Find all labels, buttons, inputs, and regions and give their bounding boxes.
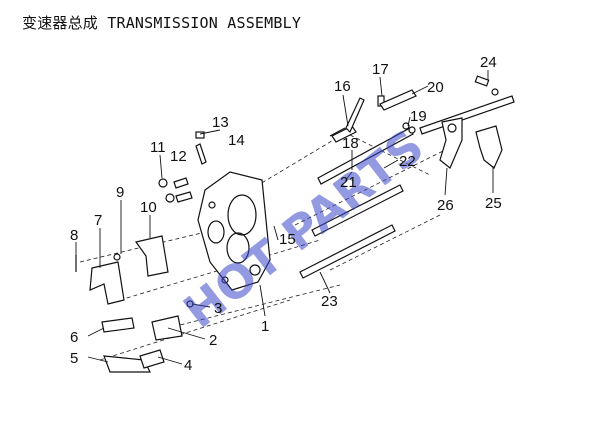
callout-2: 2: [209, 332, 217, 349]
callout-11: 11: [150, 139, 166, 156]
transmission-housing: [197, 171, 271, 291]
leader-lines: [75, 70, 494, 365]
callout-15: 15: [279, 231, 296, 248]
callout-17: 17: [372, 61, 389, 78]
callout-labels: 1 2 3 4 5 6 7 8 9 10 11 12 13 14 15 16 1…: [70, 54, 502, 374]
callout-10: 10: [140, 199, 157, 216]
callout-3: 3: [214, 300, 222, 317]
callout-16: 16: [334, 78, 351, 95]
callout-26: 26: [437, 197, 454, 214]
callout-23: 23: [321, 293, 338, 310]
bolts-11-14: [158, 131, 207, 203]
callout-1: 1: [261, 318, 269, 335]
callout-22: 22: [399, 153, 416, 170]
callout-5: 5: [70, 350, 78, 367]
callout-9: 9: [116, 184, 124, 201]
callout-25: 25: [485, 195, 502, 212]
shaft-17-20: [377, 89, 417, 134]
callout-7: 7: [94, 212, 102, 229]
callout-21: 21: [340, 174, 357, 191]
callout-14: 14: [228, 132, 245, 149]
callout-20: 20: [427, 79, 444, 96]
callout-8: 8: [70, 227, 78, 244]
callout-4: 4: [184, 357, 192, 374]
callout-19: 19: [410, 108, 427, 125]
forks-7-10: [75, 235, 169, 305]
callout-18: 18: [342, 135, 359, 152]
callout-13: 13: [212, 114, 229, 131]
callout-6: 6: [70, 329, 78, 346]
page-title: 变速器总成 TRANSMISSION ASSEMBLY: [22, 14, 302, 32]
callout-12: 12: [170, 148, 187, 165]
shift-rails: [299, 97, 414, 279]
callout-24: 24: [480, 54, 497, 71]
levers-2-6: [101, 300, 194, 373]
rail-24-assembly: [419, 75, 515, 169]
